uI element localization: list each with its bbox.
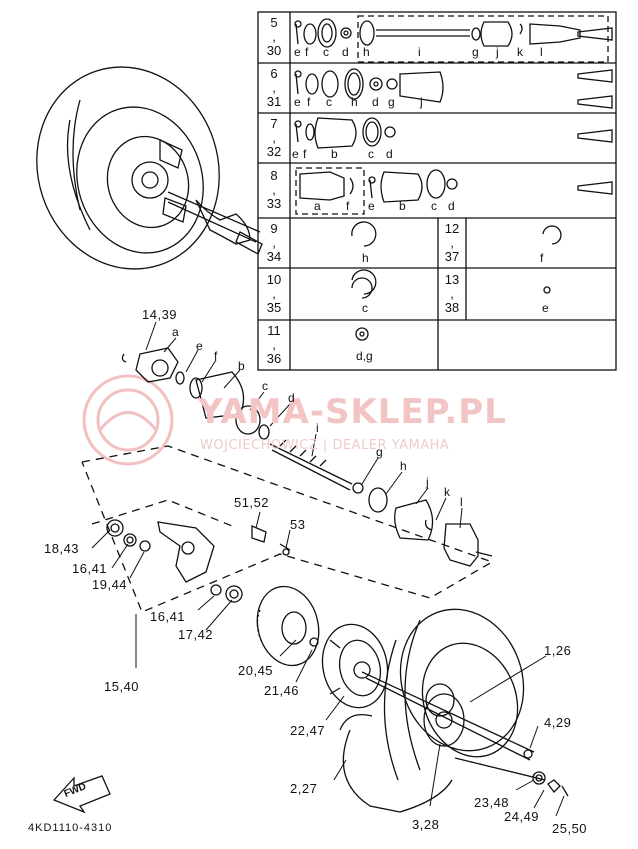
exploded-driveshaft (121, 347, 493, 567)
callout-b: b (238, 359, 245, 373)
callout-22-47: 22,47 (290, 723, 326, 738)
watermark-logo (82, 374, 174, 466)
part-letter: k (517, 45, 523, 59)
callout-f: f (214, 349, 218, 363)
callout-14-39: 14,39 (142, 307, 178, 322)
row-9-number: 9,34 (266, 221, 282, 264)
wheel-hub (321, 623, 389, 709)
callout-23-48: 23,48 (474, 795, 510, 810)
wheel-assembly-illustration (36, 66, 263, 270)
callout-3-28: 3,28 (412, 817, 440, 832)
cell-parts (351, 221, 562, 341)
callout-j: j (426, 475, 429, 489)
part-letter: c (362, 301, 368, 315)
part-letter: c (431, 199, 437, 213)
drawing-code: 4KD1110-4310 (28, 822, 113, 834)
callout-i: i (316, 421, 319, 435)
part-letter: b (331, 147, 338, 161)
row-7-number: 7,32 (266, 116, 282, 159)
callout-h: h (400, 459, 407, 473)
part-letter: d (342, 45, 349, 59)
part-letter: c (323, 45, 329, 59)
row-10-number: 10,35 (266, 272, 282, 315)
watermark-text: YAMA-SKLEP.PL (198, 392, 507, 432)
kit-table-grid (257, 11, 617, 371)
callout-51-52: 51,52 (234, 495, 270, 510)
part-letter: f (303, 147, 307, 161)
part-letter: j (496, 45, 499, 59)
part-letter: d (372, 95, 379, 109)
part-letter: c (326, 95, 332, 109)
front-wheel (339, 608, 569, 813)
part-letter: e (368, 199, 375, 213)
part-letter: j (420, 95, 423, 109)
callout-k: k (444, 485, 450, 499)
grease-tube-icons (577, 27, 613, 195)
row-5-number: 5,30 (266, 15, 282, 58)
callout-25-50: 25,50 (552, 821, 588, 836)
row-8-number: 8,33 (266, 168, 282, 211)
fwd-arrow-icon (52, 775, 111, 814)
row-8-parts (299, 169, 458, 203)
callout-19-44: 19,44 (92, 577, 128, 592)
seal-ring (309, 637, 319, 647)
callout-16-41-b: 16,41 (150, 609, 186, 624)
callout-15-40: 15,40 (104, 679, 140, 694)
callout-2-27: 2,27 (290, 781, 318, 796)
row-6-parts (294, 68, 444, 103)
part-letter: f (540, 251, 544, 265)
callout-4-29: 4,29 (544, 715, 572, 730)
callout-l: l (460, 495, 463, 509)
part-letter: g (472, 45, 479, 59)
part-letter: e (292, 147, 299, 161)
part-letter: e (542, 301, 549, 315)
part-letter: f (307, 95, 311, 109)
callout-16-41-a: 16,41 (72, 561, 108, 576)
part-letter: h (362, 251, 369, 265)
row-5-parts (294, 18, 581, 48)
part-letter: f (305, 45, 309, 59)
callout-17-42: 17,42 (178, 627, 214, 642)
row-13-number: 13,38 (444, 272, 460, 315)
callout-e: e (196, 339, 203, 353)
knuckle-parts (106, 519, 291, 603)
row-12-number: 12,37 (444, 221, 460, 264)
part-letter: d (386, 147, 393, 161)
part-letter: d (448, 199, 455, 213)
callout-53: 53 (290, 517, 306, 532)
part-letter: c (368, 147, 374, 161)
brake-disc (256, 585, 320, 667)
row-7-parts (294, 117, 396, 149)
callout-24-49: 24,49 (504, 809, 540, 824)
leader-lines (91, 321, 565, 817)
watermark-subtext: WOJCIECHOWICZ | DEALER YAMAHA (200, 438, 450, 453)
part-letter: h (363, 45, 370, 59)
callout-a: a (172, 325, 179, 339)
part-letter: h (351, 95, 358, 109)
part-letter: e (294, 95, 301, 109)
part-letter: i (418, 45, 421, 59)
part-letter: l (540, 45, 543, 59)
callout-1-26: 1,26 (544, 643, 572, 658)
part-letter: d,g (356, 349, 373, 363)
part-letter: f (346, 199, 350, 213)
part-letter: b (399, 199, 406, 213)
part-letter: g (388, 95, 395, 109)
callout-c: c (262, 379, 268, 393)
part-letter: e (294, 45, 301, 59)
part-letter: a (314, 199, 321, 213)
knuckle-group-boundary (81, 445, 494, 613)
callout-g: g (376, 445, 383, 459)
callout-21-46: 21,46 (264, 683, 300, 698)
row-6-number: 6,31 (266, 66, 282, 109)
row-11-number: 11,36 (266, 323, 282, 366)
callout-18-43: 18,43 (44, 541, 80, 556)
callout-20-45: 20,45 (238, 663, 274, 678)
callout-d: d (288, 391, 295, 405)
